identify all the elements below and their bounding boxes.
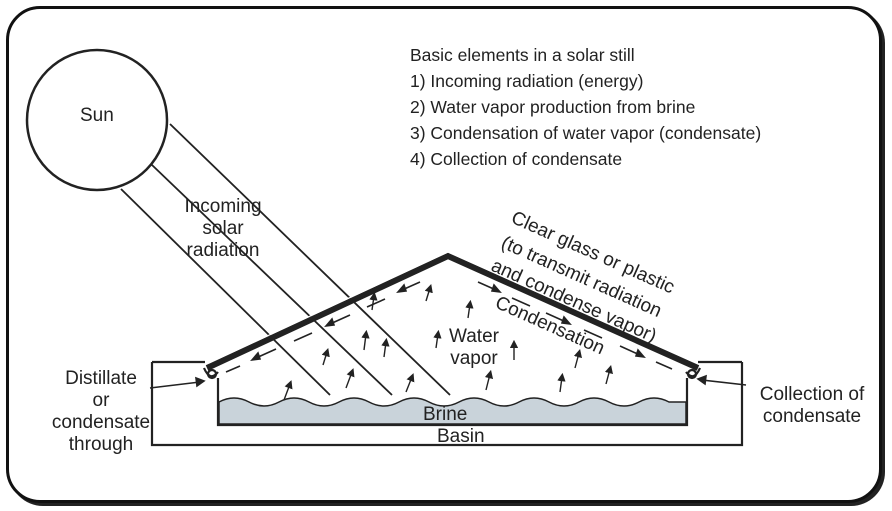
distillate-line-4: through xyxy=(68,434,134,455)
legend-item-3: 3) Condensation of water vapor (condensa… xyxy=(410,123,762,143)
distillate-line-1: Distillate xyxy=(65,368,137,389)
legend-item-1: 1) Incoming radiation (energy) xyxy=(410,71,644,91)
outer-basin-box xyxy=(150,362,744,447)
ray-1 xyxy=(120,188,331,396)
collection-line-2: condensate xyxy=(762,406,862,427)
brine-label: Brine xyxy=(423,404,468,425)
water-vapor-line-2: vapor xyxy=(450,348,498,369)
sun-circle xyxy=(25,48,169,192)
sun-label: Sun xyxy=(80,105,114,126)
incoming-line-3: radiation xyxy=(186,240,260,261)
water-vapor-label: Water vapor xyxy=(434,326,514,370)
ray-3 xyxy=(169,123,451,396)
incoming-radiation-label: Incoming solar radiation xyxy=(168,196,278,262)
pointer-arrows xyxy=(149,374,747,389)
distillate-line-3: condensate xyxy=(51,412,151,433)
condensate-flow xyxy=(225,281,673,373)
legend-item-4: 4) Collection of condensate xyxy=(410,149,623,169)
legend-item-2: 2) Water vapor production from brine xyxy=(410,97,696,117)
solar-rays xyxy=(120,123,451,396)
distillate-label: Distillate or condensate through xyxy=(36,368,166,456)
ray-2 xyxy=(151,164,393,396)
basin-label: Basin xyxy=(437,426,485,447)
inner-basin xyxy=(216,378,689,427)
collection-line-1: Collection of xyxy=(759,384,865,405)
brine-water xyxy=(218,397,687,425)
legend-title: Basic elements in a solar still xyxy=(410,45,635,65)
collection-label: Collection of condensate xyxy=(748,384,876,428)
water-vapor-line-1: Water xyxy=(449,326,499,347)
vapor-arrows xyxy=(283,283,613,401)
incoming-line-1: Incoming xyxy=(184,196,262,217)
legend: Basic elements in a solar still 1) Incom… xyxy=(410,42,761,172)
incoming-line-2: solar xyxy=(202,218,244,239)
glass-cover xyxy=(205,252,700,371)
distillate-line-2: or xyxy=(92,390,110,411)
